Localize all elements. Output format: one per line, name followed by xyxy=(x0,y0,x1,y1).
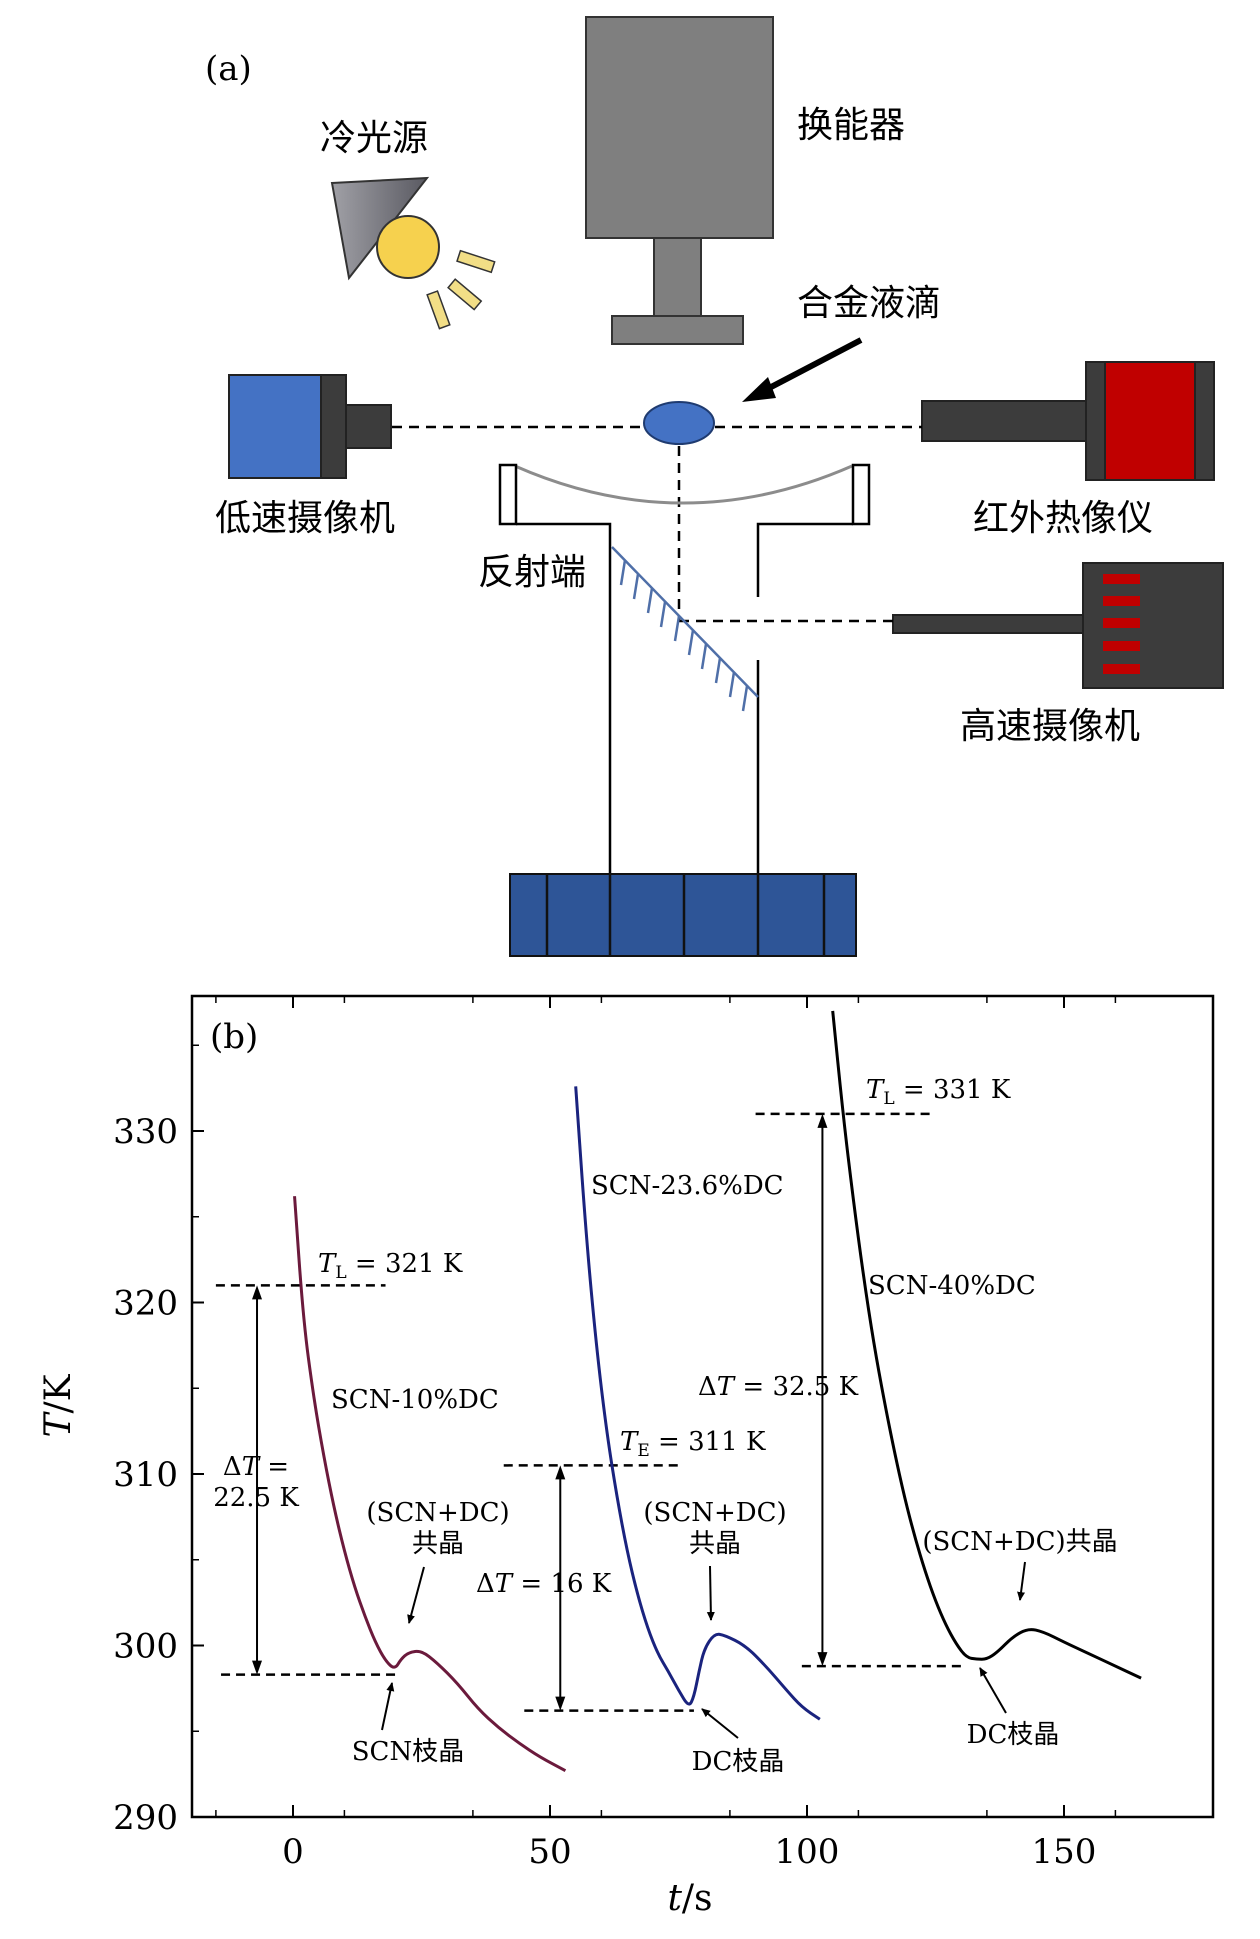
levitation-chamber xyxy=(498,463,871,955)
cold-light-source-icon xyxy=(330,176,496,330)
droplet-pointer-arrowhead xyxy=(742,377,776,402)
reflector-mirror xyxy=(611,546,759,712)
panel-b: (b) 0 50 100 150 290 300 310 320 330 t/s T/K TL… xyxy=(38,994,1215,1919)
eutectic-1-arrow xyxy=(407,1566,425,1624)
delta-t-arrows xyxy=(252,1113,828,1711)
y-axis-label: T/K xyxy=(38,1373,79,1437)
eutectic-3-label: (SCN+DC)共晶 xyxy=(922,1527,1117,1557)
delta-t-arrow-head-down xyxy=(817,1652,828,1667)
eutectic-2-line1: (SCN+DC) xyxy=(643,1498,786,1528)
series-label-scn-40: SCN-40%DC xyxy=(868,1271,1036,1301)
y-tick-label: 300 xyxy=(113,1627,178,1667)
x-tick-label: 0 xyxy=(282,1832,304,1872)
delta-t-arrow-head-up xyxy=(252,1285,263,1300)
delta-t-16-label: ΔT = 16 K xyxy=(476,1569,612,1599)
x-tick-label: 50 xyxy=(528,1832,571,1872)
alloy-droplet-icon xyxy=(643,401,715,445)
data-series xyxy=(293,1010,1142,1773)
x-tick-label: 150 xyxy=(1032,1832,1097,1872)
series-label-scn-10: SCN-10%DC xyxy=(331,1385,499,1415)
transducer-icon xyxy=(585,16,774,345)
x-axis-ticks: 0 50 100 150 xyxy=(215,996,1117,1872)
transducer-label: 换能器 xyxy=(797,105,905,146)
y-tick-label: 320 xyxy=(113,1284,178,1324)
cold-light-source-label: 冷光源 xyxy=(320,118,428,159)
plot-frame xyxy=(190,994,1215,1819)
eutectic-3-arrow xyxy=(1017,1561,1026,1601)
low-speed-camera-label: 低速摄像机 xyxy=(215,498,395,539)
scn-dendrite-arrow xyxy=(381,1682,395,1731)
base-stage xyxy=(509,873,857,957)
series-line-1 xyxy=(574,1086,821,1721)
delta-t-32-5-label: ΔT = 32.5 K xyxy=(698,1372,859,1402)
x-tick-label: 100 xyxy=(775,1832,840,1872)
delta-t-22-5-line2: 22.5 K xyxy=(213,1483,299,1513)
tl-331-label: TL = 331 K xyxy=(866,1075,1011,1109)
infrared-camera-icon xyxy=(921,361,1215,481)
chart-annotations: TL = 321 K TL = 331 K TE = 311 K SCN-10%… xyxy=(213,1075,1117,1777)
y-tick-label: 290 xyxy=(113,1798,178,1838)
delta-t-arrow-head-down xyxy=(555,1696,566,1711)
eutectic-2-arrow xyxy=(706,1565,715,1621)
series-line-2 xyxy=(831,1010,1142,1680)
x-axis-label: t/s xyxy=(667,1878,712,1919)
infrared-camera-label: 红外热像仪 xyxy=(973,498,1153,539)
series-line-0 xyxy=(293,1196,567,1773)
optical-paths xyxy=(392,425,922,623)
dc-dendrite-1-label: DC枝晶 xyxy=(692,1747,785,1777)
alloy-droplet-label: 合金液滴 xyxy=(797,283,941,324)
low-speed-camera-icon xyxy=(228,374,392,479)
delta-t-arrow-head-up xyxy=(817,1113,828,1128)
delta-t-arrow-head-up xyxy=(555,1465,566,1480)
dc-dendrite-2-arrow xyxy=(979,1667,1007,1714)
dc-dendrite-2-label: DC枝晶 xyxy=(967,1720,1060,1750)
high-speed-camera-label: 高速摄像机 xyxy=(960,706,1140,747)
reference-lines xyxy=(215,1112,967,1712)
dc-dendrite-1-arrow xyxy=(701,1708,739,1739)
te-311-label: TE = 311 K xyxy=(620,1427,766,1461)
panel-a: (a) 冷光源 换能器 合金液滴 低速摄像机 xyxy=(205,16,1224,957)
reflector-label: 反射端 xyxy=(478,552,586,593)
eutectic-2-line2: 共晶 xyxy=(689,1529,741,1559)
delta-t-arrow-head-down xyxy=(252,1660,263,1675)
high-speed-camera-icon xyxy=(892,562,1224,689)
series-label-scn-23-6: SCN-23.6%DC xyxy=(591,1171,784,1201)
eutectic-1-line1: (SCN+DC) xyxy=(366,1498,509,1528)
delta-t-22-5-line1: ΔT = xyxy=(223,1452,289,1482)
panel-a-label: (a) xyxy=(205,49,252,89)
y-tick-label: 310 xyxy=(113,1455,178,1495)
panel-b-label: (b) xyxy=(210,1017,258,1057)
scn-dendrite-label: SCN枝晶 xyxy=(352,1737,464,1767)
y-axis-ticks: 290 300 310 320 330 xyxy=(113,1044,204,1838)
y-tick-label: 330 xyxy=(113,1112,178,1152)
tl-321-label: TL = 321 K xyxy=(318,1249,463,1283)
eutectic-1-line2: 共晶 xyxy=(412,1529,464,1559)
